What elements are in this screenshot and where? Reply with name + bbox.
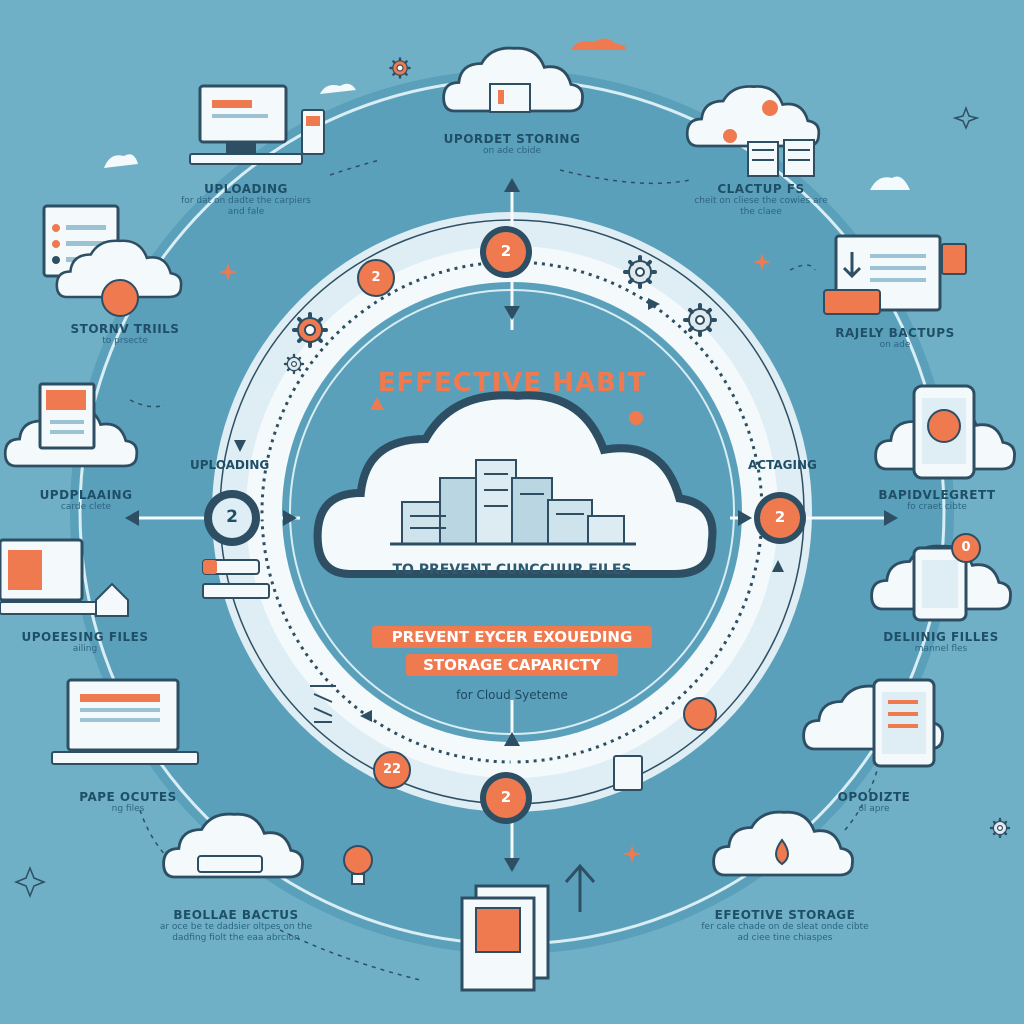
- sparkle-outline-icon: [13, 105, 980, 899]
- laptop-icon: [0, 538, 101, 615]
- spring-icon: [310, 685, 336, 723]
- tablet-icon-2: [872, 678, 936, 768]
- arrow-up-icon: [564, 863, 596, 912]
- small-cloud-icon-4: [870, 176, 910, 190]
- badge-bottom: [480, 772, 532, 824]
- badge-bottom-right-small: [683, 697, 717, 731]
- badge-bottom-left-small: [373, 751, 411, 789]
- server-icon-small: [747, 139, 815, 177]
- accent-dot: [629, 411, 643, 425]
- ribbon-line-1: PREVENT EYCER EXOUEDING: [372, 626, 652, 648]
- center-subtitle: TO PREVENT CUNCCUUR FILES: [392, 562, 632, 578]
- small-cloud-icon-3: [104, 154, 138, 168]
- gear-icon-deco: [389, 57, 411, 79]
- cloud-icon: [685, 85, 821, 148]
- ribbon-line-2: STORAGE CAPARICTY: [406, 654, 618, 676]
- badge-top-left-small: [357, 259, 395, 297]
- document-icon: [489, 83, 531, 113]
- server-icon: [390, 459, 636, 546]
- gear-icon-grey-2: [683, 303, 717, 337]
- small-cloud-icon-2: [320, 83, 356, 94]
- stack-icon: [460, 884, 550, 992]
- drop-icon: [775, 838, 789, 866]
- tagline: for Cloud Syeteme: [456, 688, 568, 702]
- document-icon-accent: [498, 90, 504, 104]
- home-icon: [95, 582, 129, 617]
- phone-icon: [912, 384, 976, 480]
- gear-icon: [292, 312, 328, 348]
- ribbon-line-1-text: PREVENT EYCER EXOUEDING: [391, 628, 633, 646]
- center-title: EFFECTIVE HABIT: [377, 368, 647, 398]
- badge-right-lower: [951, 533, 981, 563]
- badge-left-upper: [101, 279, 139, 317]
- document-window-icon: [823, 234, 967, 315]
- arrowheads: [125, 178, 898, 872]
- track-arrows: [234, 298, 784, 722]
- gear-icon-deco-2: [989, 817, 1011, 839]
- tablet-icon: [912, 546, 968, 622]
- ring-label-left: UPLOADING: [190, 458, 270, 472]
- progress-widget-2: [202, 583, 270, 599]
- status-dot-2: [762, 100, 778, 116]
- ring-label-right: ACTAGING: [748, 458, 817, 472]
- gear-icon-grey: [623, 255, 657, 289]
- lightbulb-icon: [343, 845, 373, 885]
- badge-left: [204, 490, 260, 546]
- badge-top: [480, 226, 532, 278]
- warning-icon: [370, 397, 384, 410]
- small-cloud-icon: [572, 38, 626, 50]
- drive-icon: [613, 755, 643, 791]
- progress-fill: [203, 560, 217, 574]
- badge-right: [754, 492, 806, 544]
- ribbon-line-2-text: STORAGE CAPARICTY: [423, 656, 601, 674]
- gear-icon-small: [283, 353, 305, 375]
- document-icon: [38, 382, 96, 450]
- laptop-icon-2: [51, 678, 199, 765]
- usb-icon: [197, 855, 263, 873]
- status-dot: [723, 129, 737, 143]
- monitor-icon: [189, 84, 325, 165]
